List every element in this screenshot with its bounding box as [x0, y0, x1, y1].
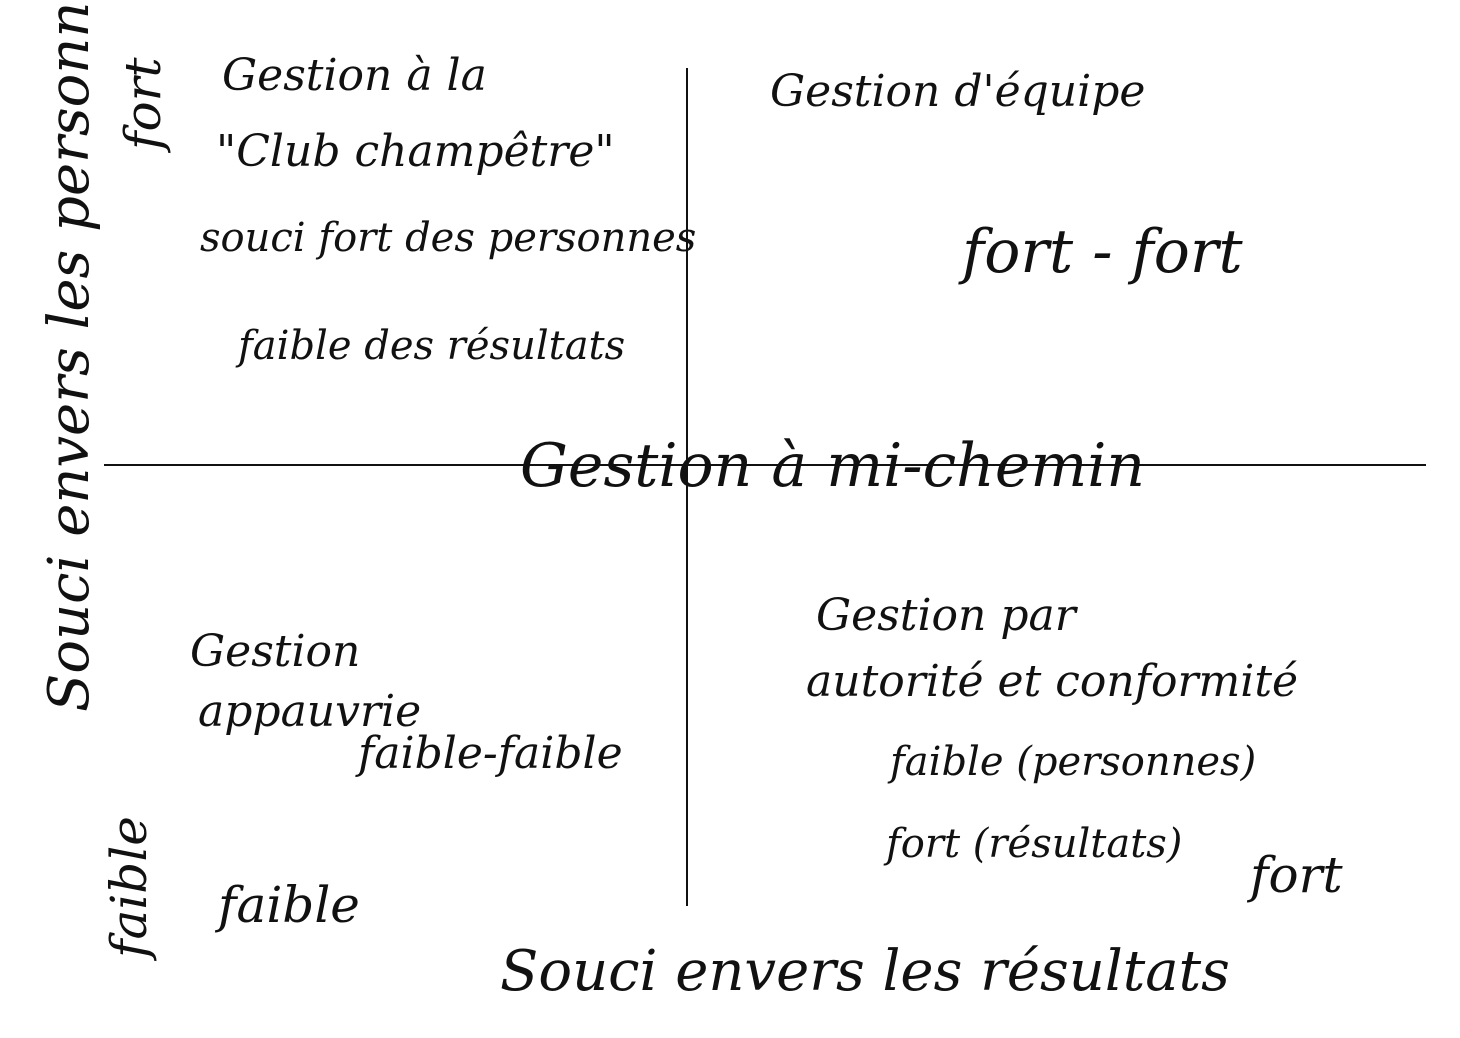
top-left-title-line2: "Club champêtre"	[216, 126, 615, 177]
vertical-axis-line	[686, 68, 688, 906]
x-axis-title: Souci envers les résultats	[500, 939, 1230, 1004]
bottom-left-level: faible-faible	[358, 728, 623, 779]
top-right-title: Gestion d'équipe	[770, 66, 1146, 117]
top-left-title-line1: Gestion à la	[222, 50, 487, 101]
y-axis-high-label: fort	[114, 57, 172, 150]
y-axis-title: Souci envers les personnes	[37, 0, 102, 712]
top-right-level: fort - fort	[962, 217, 1243, 287]
y-axis-low-label: faible	[100, 816, 158, 958]
bottom-left-title-line2: appauvrie	[198, 686, 422, 737]
bottom-right-title-line1: Gestion par	[816, 590, 1076, 641]
x-axis-low-label: faible	[218, 876, 360, 934]
horizontal-axis-line	[104, 464, 1426, 466]
bottom-right-desc-line1: faible (personnes)	[890, 739, 1257, 785]
top-left-desc-line2: faible des résultats	[238, 323, 626, 369]
bottom-left-title-line1: Gestion	[190, 626, 361, 677]
bottom-right-desc-line2: fort (résultats)	[886, 821, 1183, 867]
x-axis-high-label: fort	[1250, 846, 1343, 904]
center-label: Gestion à mi-chemin	[520, 431, 1146, 501]
top-left-desc-line1: souci fort des personnes	[200, 215, 697, 261]
bottom-right-title-line2: autorité et conformité	[806, 656, 1299, 707]
